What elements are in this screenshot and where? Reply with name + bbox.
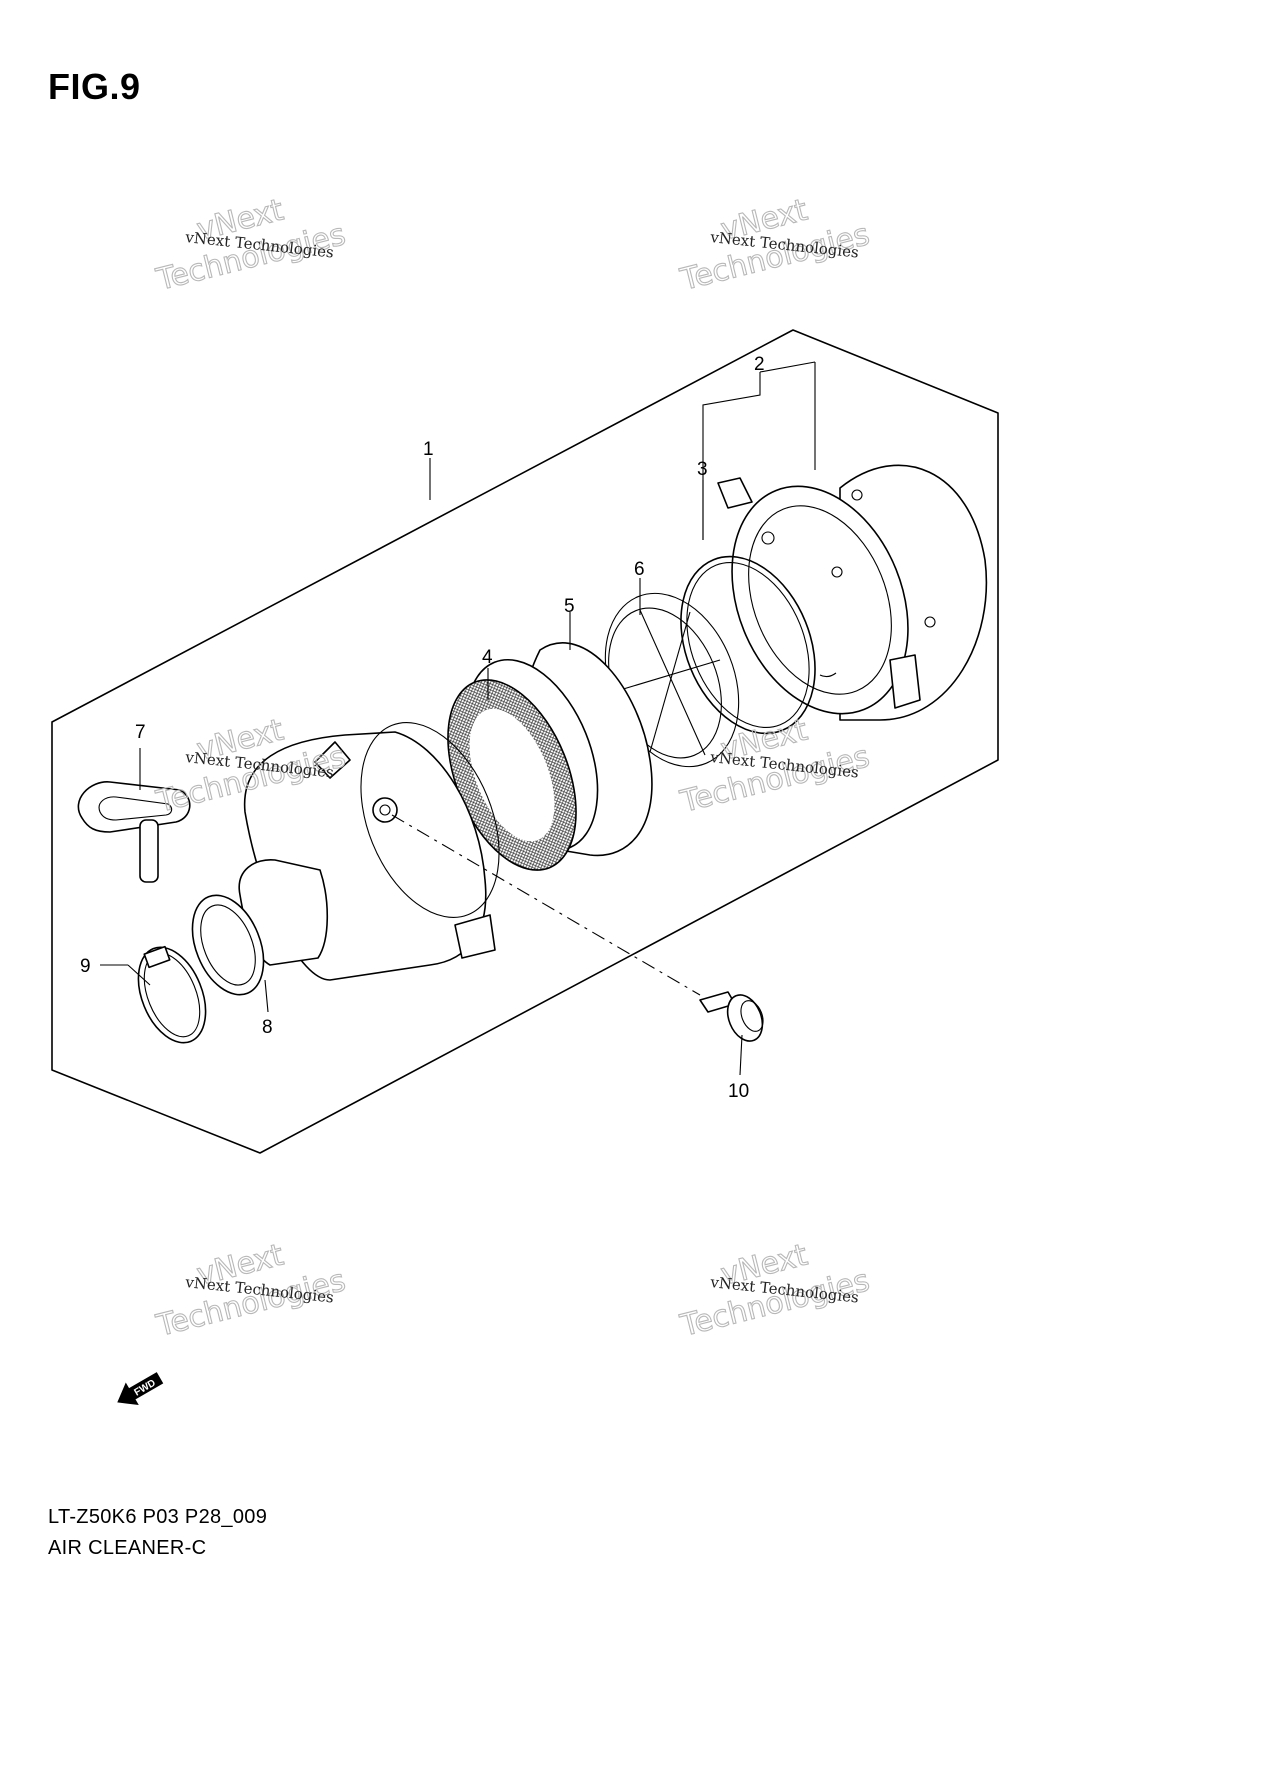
callout-5: 5 — [564, 596, 575, 617]
watermark-middle-right: vNext Technologies vNext Technologies — [676, 712, 874, 821]
watermark-bottom-left: vNext Technologies vNext Technologies — [152, 1237, 350, 1345]
watermark-top-left: vNext Technologies vNext Technologies — [152, 192, 350, 299]
part-intake-boot — [191, 894, 265, 996]
callout-4: 4 — [482, 647, 493, 668]
watermark-bottom-right: vNext Technologies vNext Technologies — [676, 1237, 874, 1345]
part-screw — [699, 991, 764, 1042]
assembly-boundary-box — [51, 329, 999, 1154]
callout-2: 2 — [754, 354, 765, 375]
fwd-arrow-icon: FWD — [117, 1372, 164, 1406]
callouts: 1 2 3 4 5 6 7 8 9 10 — [80, 354, 765, 1102]
callout-9: 9 — [80, 956, 91, 977]
callout-8: 8 — [262, 1017, 273, 1038]
callout-10: 10 — [728, 1081, 749, 1102]
part-air-cleaner-cap — [238, 722, 500, 981]
fwd-arrow-label: FWD — [132, 1378, 157, 1399]
caption-name: AIR CLEANER-C — [48, 1537, 207, 1559]
part-o-ring — [680, 555, 816, 735]
part-mesh-screen — [447, 679, 577, 871]
assembly-axis-line — [391, 814, 701, 996]
callout-3: 3 — [697, 459, 708, 480]
part-air-cleaner-case — [717, 464, 988, 721]
callout-1: 1 — [423, 439, 434, 460]
part-drain-plug — [77, 781, 191, 883]
leader-lines — [100, 361, 816, 1076]
watermark-top-right: vNext Technologies vNext Technologies — [676, 192, 874, 299]
part-hose-clamp — [137, 945, 207, 1044]
figure-title: FIG.9 — [48, 66, 141, 107]
caption-code: LT-Z50K6 P03 P28_009 — [48, 1506, 268, 1528]
callout-6: 6 — [634, 559, 645, 580]
callout-7: 7 — [135, 722, 146, 743]
